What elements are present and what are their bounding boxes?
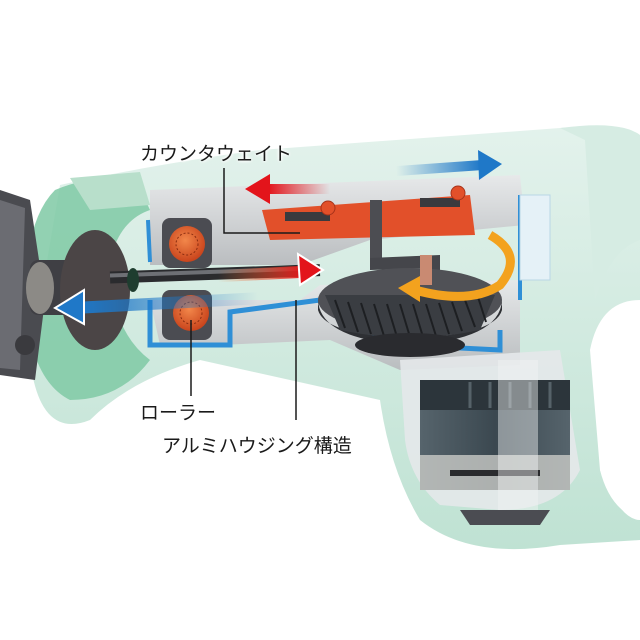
arrow-counterweight-right bbox=[395, 150, 502, 180]
motor bbox=[400, 350, 580, 525]
arrow-gear-rotation bbox=[398, 231, 515, 302]
arrow-plunger-left bbox=[53, 288, 259, 326]
arrow-counterweight-left bbox=[245, 174, 330, 204]
label-aluminum-housing: アルミハウジング構造 bbox=[162, 435, 352, 457]
label-roller: ローラー bbox=[140, 402, 217, 424]
roller-upper bbox=[162, 218, 212, 268]
leader-counterweight bbox=[223, 168, 300, 234]
arrow-plunger-right bbox=[217, 252, 325, 287]
bevel-gear bbox=[318, 255, 502, 357]
leader-lines bbox=[190, 168, 300, 420]
label-counterweight: カウンタウェイト bbox=[140, 143, 293, 165]
